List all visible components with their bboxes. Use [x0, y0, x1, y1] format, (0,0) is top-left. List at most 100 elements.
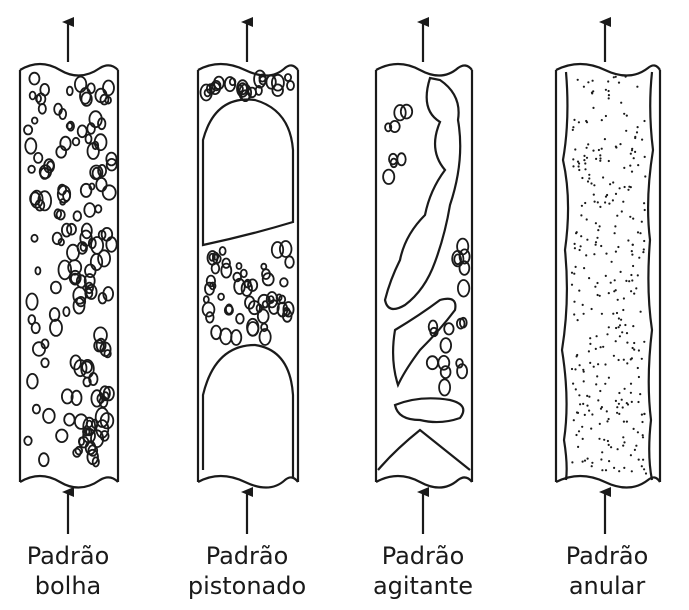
- droplet: [596, 335, 598, 337]
- droplet: [599, 390, 601, 392]
- droplet: [571, 272, 573, 274]
- droplet: [573, 119, 575, 121]
- droplet: [587, 81, 589, 83]
- droplet: [595, 348, 597, 350]
- droplet: [582, 438, 584, 440]
- bubble: [67, 123, 73, 129]
- droplet: [595, 222, 597, 224]
- bubble: [231, 330, 241, 345]
- droplet-group: [571, 76, 647, 475]
- droplet: [607, 440, 609, 442]
- droplet: [633, 349, 635, 351]
- droplet: [645, 472, 647, 474]
- droplet: [599, 225, 601, 227]
- droplet: [622, 436, 624, 438]
- droplet: [604, 363, 606, 365]
- droplet: [615, 327, 617, 329]
- droplet: [612, 313, 614, 315]
- droplet: [624, 388, 626, 390]
- droplet: [618, 413, 620, 415]
- caption-line2: bolha: [0, 571, 148, 601]
- bubble: [236, 314, 244, 324]
- droplet: [608, 160, 610, 162]
- droplet: [628, 280, 630, 282]
- bubble: [25, 138, 36, 153]
- droplet: [618, 326, 620, 328]
- droplet: [630, 392, 632, 394]
- droplet: [623, 421, 625, 423]
- droplet: [573, 313, 575, 315]
- bubble-group: [201, 71, 295, 346]
- droplet: [616, 312, 618, 314]
- droplet: [608, 97, 610, 99]
- droplet: [644, 209, 646, 211]
- droplet: [638, 257, 640, 259]
- bubble: [103, 185, 116, 199]
- droplet: [603, 439, 605, 441]
- droplet: [606, 420, 608, 422]
- droplet: [594, 286, 596, 288]
- bubble: [441, 338, 452, 353]
- droplet: [601, 148, 603, 150]
- droplet: [626, 421, 628, 423]
- bubble: [56, 430, 67, 443]
- droplet: [591, 413, 593, 415]
- bubble: [441, 366, 451, 378]
- droplet: [597, 229, 599, 231]
- droplet: [586, 218, 588, 220]
- droplet: [622, 406, 624, 408]
- droplet: [615, 193, 617, 195]
- droplet: [578, 165, 580, 167]
- droplet: [578, 290, 580, 292]
- droplet: [634, 449, 636, 451]
- droplet: [582, 403, 584, 405]
- droplet: [613, 355, 615, 357]
- droplet: [605, 469, 607, 471]
- droplet: [637, 164, 639, 166]
- droplet: [591, 308, 593, 310]
- droplet: [632, 244, 634, 246]
- bubble: [32, 323, 40, 334]
- droplet: [572, 126, 574, 128]
- droplet: [608, 444, 610, 446]
- droplet: [639, 393, 641, 395]
- droplet: [638, 349, 640, 351]
- tube-anular: [556, 22, 660, 534]
- droplet: [594, 201, 596, 203]
- droplet: [614, 225, 616, 227]
- droplet: [637, 274, 639, 276]
- droplet: [599, 154, 601, 156]
- droplet: [596, 237, 598, 239]
- droplet: [588, 174, 590, 176]
- droplet: [632, 347, 634, 349]
- caption-line2: anular: [527, 571, 687, 601]
- droplet: [644, 175, 646, 177]
- droplet: [632, 218, 634, 220]
- droplet: [601, 119, 603, 121]
- droplet: [625, 76, 627, 78]
- droplet: [597, 399, 599, 401]
- droplet: [587, 143, 589, 145]
- droplet: [579, 364, 581, 366]
- droplet: [643, 341, 645, 343]
- taylor-bubble-lower: [203, 345, 293, 478]
- caption-line2: pistonado: [167, 571, 327, 601]
- droplet: [605, 89, 607, 91]
- caption-anular: Padrão anular: [527, 541, 687, 601]
- bubble: [81, 184, 92, 197]
- droplet: [572, 383, 574, 385]
- droplet: [642, 251, 644, 253]
- droplet: [607, 80, 609, 82]
- bubble: [24, 125, 32, 134]
- droplet: [589, 337, 591, 339]
- droplet: [619, 335, 621, 337]
- droplet: [577, 319, 579, 321]
- droplet: [623, 297, 625, 299]
- droplet: [600, 245, 602, 247]
- bubble: [29, 73, 39, 85]
- droplet: [597, 201, 599, 203]
- droplet: [630, 383, 632, 385]
- bubble: [84, 203, 95, 217]
- bubble: [220, 247, 226, 255]
- droplet: [644, 156, 646, 158]
